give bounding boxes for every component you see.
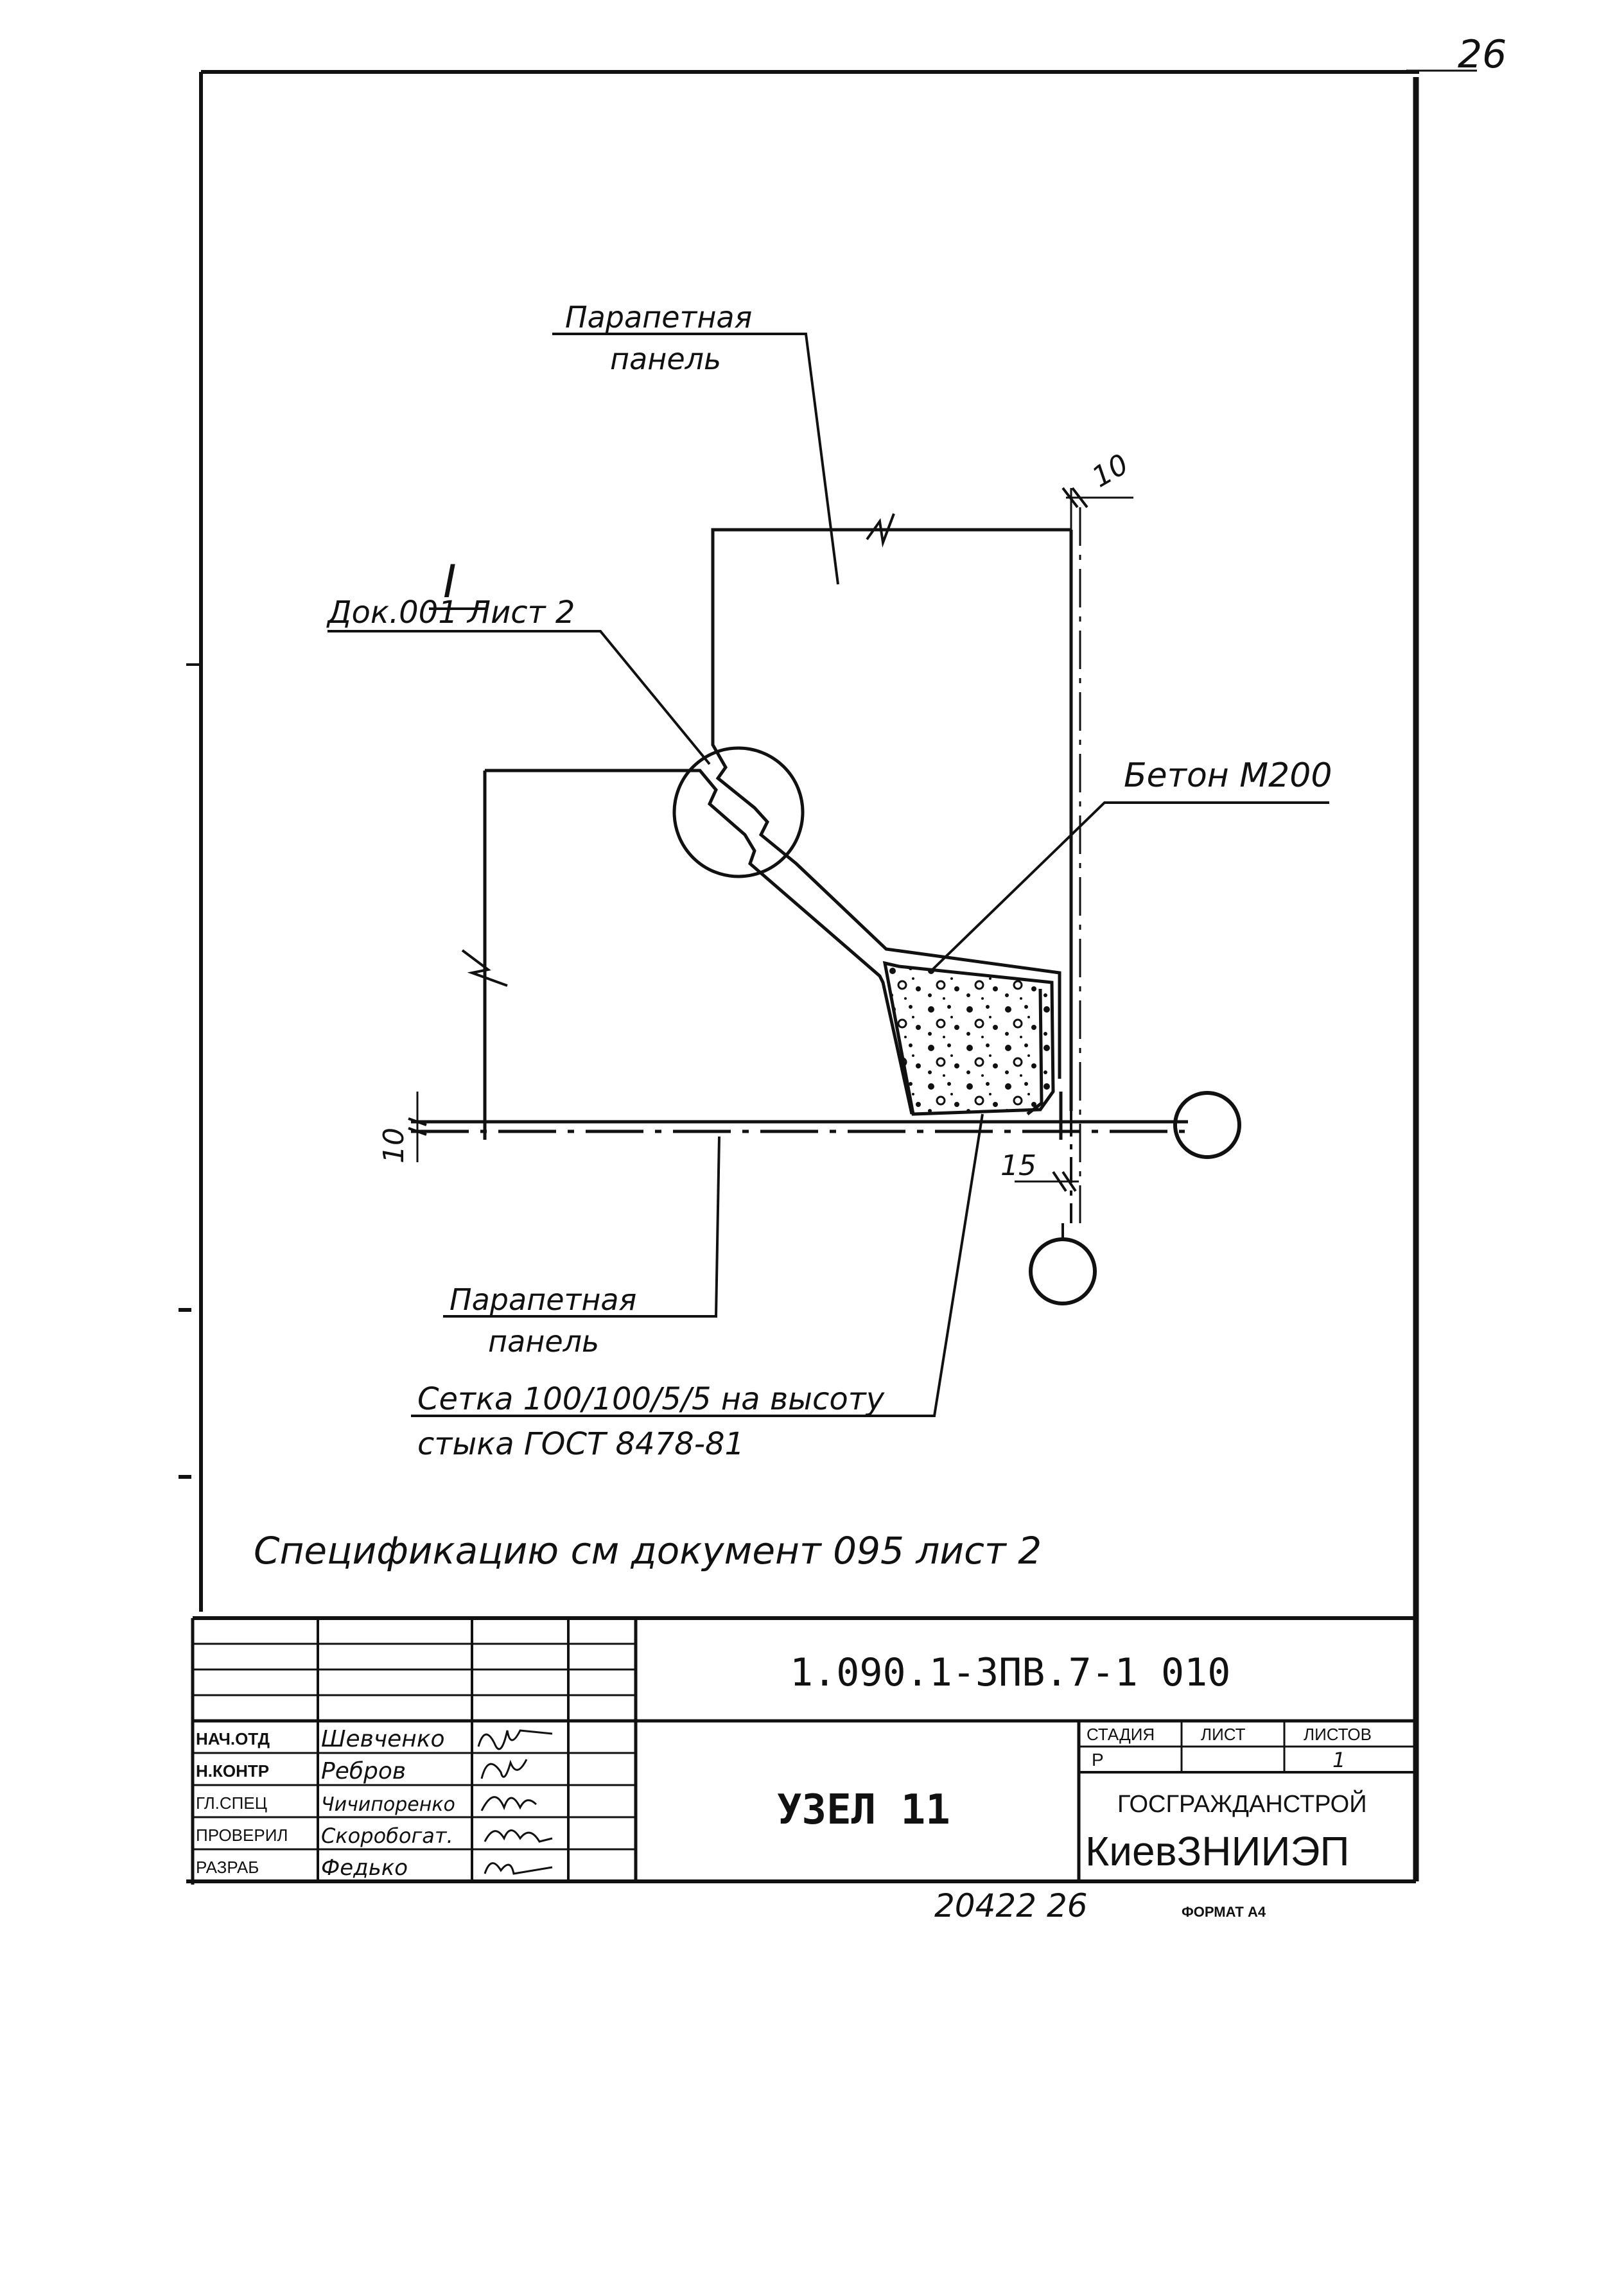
concrete-label: Бетон М200 (1124, 756, 1332, 795)
role-2: Н.КОНТР (196, 1761, 269, 1781)
sheets-header: ЛИСТОВ (1304, 1725, 1372, 1744)
format-label: ФОРМАТ А4 (1182, 1904, 1266, 1920)
mesh-label-2: стыка ГОСТ 8478-81 (417, 1426, 744, 1462)
axis-marker-vertical (1029, 1237, 1097, 1305)
drawing-frame (179, 70, 1419, 1885)
stage-header: СТАДИЯ (1087, 1725, 1155, 1744)
drawing-title: УЗЕЛ 11 (777, 1786, 950, 1834)
label-parapet-top-2: панель (610, 342, 721, 376)
dim-left: 10 (378, 1128, 410, 1164)
sheets-value: 1 (1332, 1748, 1345, 1772)
label-parapet-bottom-1: Парапетная (450, 1282, 636, 1317)
name-2: Ребров (321, 1758, 406, 1784)
role-5: РАЗРАБ (196, 1858, 259, 1877)
concrete-infill (882, 961, 1055, 1116)
name-5: Федько (321, 1855, 408, 1881)
role-4: ПРОВЕРИЛ (196, 1826, 288, 1845)
designation: 1.090.1-3ПВ.7-1 010 (790, 1650, 1230, 1695)
dim-top: 10 (1087, 448, 1134, 494)
role-3: ГЛ.СПЕЦ (196, 1793, 267, 1813)
sheet-header: ЛИСТ (1201, 1725, 1246, 1744)
dim-bottom: 15 (1000, 1149, 1036, 1182)
label-parapet-bottom-2: панель (488, 1324, 599, 1359)
name-3: Чичипоренко (321, 1793, 455, 1816)
title-block: 1.090.1-3ПВ.7-1 010 УЗЕЛ 11 СТАДИЯ ЛИСТ … (193, 1616, 1416, 1881)
role-1: НАЧ.ОТД (196, 1729, 270, 1748)
label-parapet-top-1: Парапетная (565, 300, 752, 335)
stage-value: Р (1092, 1750, 1104, 1770)
lower-panel-outline (485, 769, 914, 1115)
signatures (477, 1729, 553, 1875)
org-line-2: КиевЗНИИЭП (1085, 1828, 1350, 1874)
inventory-number: 20422 26 (934, 1887, 1088, 1924)
org-line-1: ГОСГРАЖДАНСТРОЙ (1117, 1789, 1367, 1818)
sheet-number: 26 (1458, 32, 1506, 77)
joint-drawing: 10 10 15 Парапетная панель I Док.001 Лис… (326, 300, 1332, 1462)
mesh-label-1: Сетка 100/100/5/5 на высоту (417, 1381, 885, 1417)
detail-circle (672, 746, 805, 878)
name-1: Шевченко (321, 1726, 445, 1752)
spec-note: Спецификацию см документ 095 лист 2 (254, 1529, 1042, 1573)
upper-panel-outline (711, 528, 1071, 1079)
name-4: Скоробогат. (321, 1824, 453, 1848)
section-ref: Док.001 Лист 2 (326, 595, 575, 631)
section-mark: I (443, 555, 457, 608)
axis-marker-horizontal (1173, 1091, 1241, 1159)
